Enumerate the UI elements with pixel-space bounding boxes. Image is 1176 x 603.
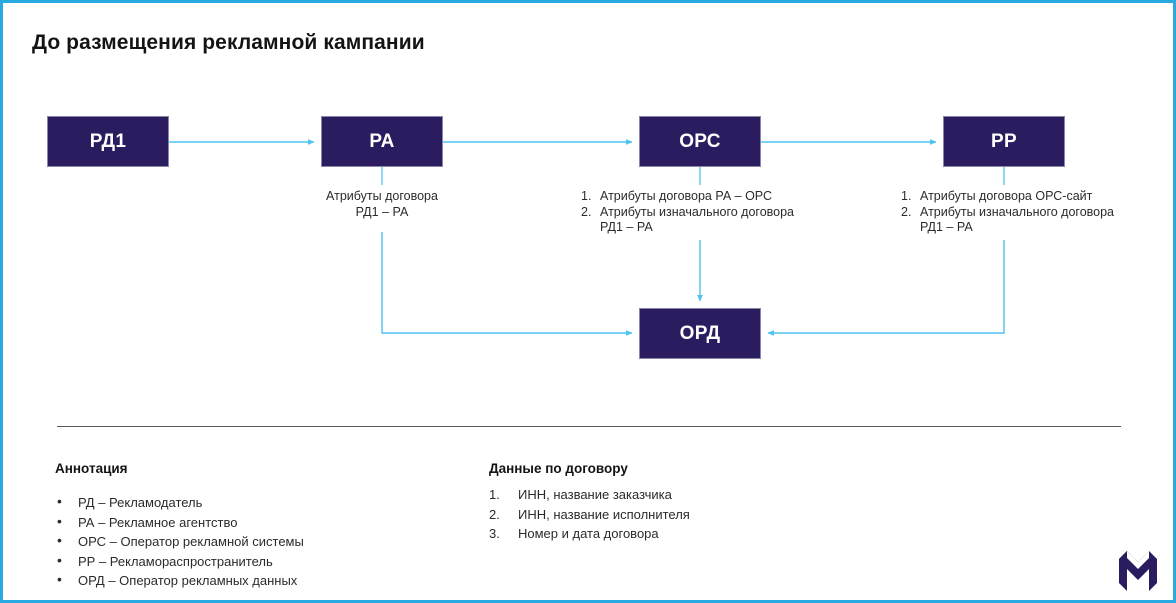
annotation-item-text: ОРС – Оператор рекламной системы	[78, 534, 304, 549]
page-title: До размещения рекламной кампании	[32, 31, 425, 54]
list-subtext: РД1 – РА	[600, 220, 653, 234]
list-number: 2.	[901, 204, 912, 219]
list-number: 2.	[581, 204, 592, 219]
bullet-icon: •	[57, 532, 62, 548]
caption-ors: 1. Атрибуты договора РА – ОРС 2. Атрибут…	[581, 189, 794, 236]
list-text: Атрибуты изначального договора	[920, 204, 1115, 219]
list-number: 1.	[489, 487, 500, 502]
node-rr[interactable]: РР	[943, 116, 1065, 167]
caption-ors-item-1: 1. Атрибуты договора РА – ОРС	[581, 189, 794, 205]
caption-ra-line1: Атрибуты договора	[326, 189, 438, 203]
annotation-item: • ОРД – Оператор рекламных данных	[55, 571, 304, 591]
list-number: 2.	[489, 506, 500, 522]
annotation-item-text: РД – Рекламодатель	[78, 495, 203, 510]
annotation-item: • РР – Рекламораспространитель	[55, 552, 304, 572]
list-number: 1.	[581, 189, 592, 203]
list-number: 3.	[489, 526, 500, 541]
caption-rr-list: 1. Атрибуты договора ОРС-сайт 2. Атрибут…	[901, 189, 1114, 236]
list-text: Атрибуты договора ОРС-сайт	[920, 189, 1093, 203]
bullet-icon: •	[57, 571, 62, 587]
annotation-heading: Аннотация	[55, 461, 128, 476]
bullet-icon: •	[57, 493, 62, 509]
contract-data-item: 2. ИНН, название исполнителя	[489, 505, 690, 525]
caption-rr-item-1: 1. Атрибуты договора ОРС-сайт	[901, 189, 1114, 205]
list-number: 1.	[901, 189, 912, 203]
caption-rr-item-2: 2. Атрибуты изначального договора РД1 – …	[901, 205, 1114, 236]
caption-ors-list: 1. Атрибуты договора РА – ОРС 2. Атрибут…	[581, 189, 794, 236]
caption-ors-item-2: 2. Атрибуты изначального договора РД1 – …	[581, 205, 794, 236]
arrow-rr-to-ord	[767, 240, 1005, 336]
caption-ra: Атрибуты договора РД1 – РА	[321, 189, 443, 220]
contract-data-item: 3. Номер и дата договора	[489, 524, 690, 544]
section-divider	[57, 426, 1121, 427]
caption-rr: 1. Атрибуты договора ОРС-сайт 2. Атрибут…	[901, 189, 1114, 236]
bullet-icon: •	[57, 512, 62, 529]
list-text: Атрибуты изначального договора	[600, 204, 795, 219]
company-logo-icon	[1119, 551, 1157, 591]
annotation-item: • РА – Рекламное агентство	[55, 513, 304, 533]
list-subtext: РД1 – РА	[920, 220, 973, 234]
annotation-item: • РД – Рекламодатель	[55, 493, 304, 513]
annotation-list: • РД – Рекламодатель • РА – Рекламное аг…	[55, 493, 304, 591]
annotation-item: • ОРС – Оператор рекламной системы	[55, 532, 304, 552]
annotation-item-text: ОРД – Оператор рекламных данных	[78, 573, 298, 588]
contract-data-list: 1. ИНН, название заказчика 2. ИНН, назва…	[489, 485, 690, 544]
contract-data-item-text: ИНН, название заказчика	[518, 487, 672, 502]
list-text: Атрибуты договора РА – ОРС	[600, 189, 773, 203]
node-rd1[interactable]: РД1	[47, 116, 169, 167]
node-ors[interactable]: ОРС	[639, 116, 761, 167]
contract-data-item-text: Номер и дата договора	[518, 526, 659, 541]
node-ra[interactable]: РА	[321, 116, 443, 167]
annotation-item-text: РР – Рекламораспространитель	[78, 553, 273, 569]
arrow-ra-to-ord	[381, 232, 633, 336]
caption-ra-line2: РД1 – РА	[355, 204, 409, 219]
bullet-icon: •	[57, 551, 62, 568]
node-ord[interactable]: ОРД	[639, 308, 761, 359]
contract-data-heading: Данные по договору	[489, 461, 628, 476]
contract-data-item-text: ИНН, название исполнителя	[518, 506, 690, 522]
contract-data-item: 1. ИНН, название заказчика	[489, 485, 690, 505]
annotation-item-text: РА – Рекламное агентство	[78, 514, 238, 530]
